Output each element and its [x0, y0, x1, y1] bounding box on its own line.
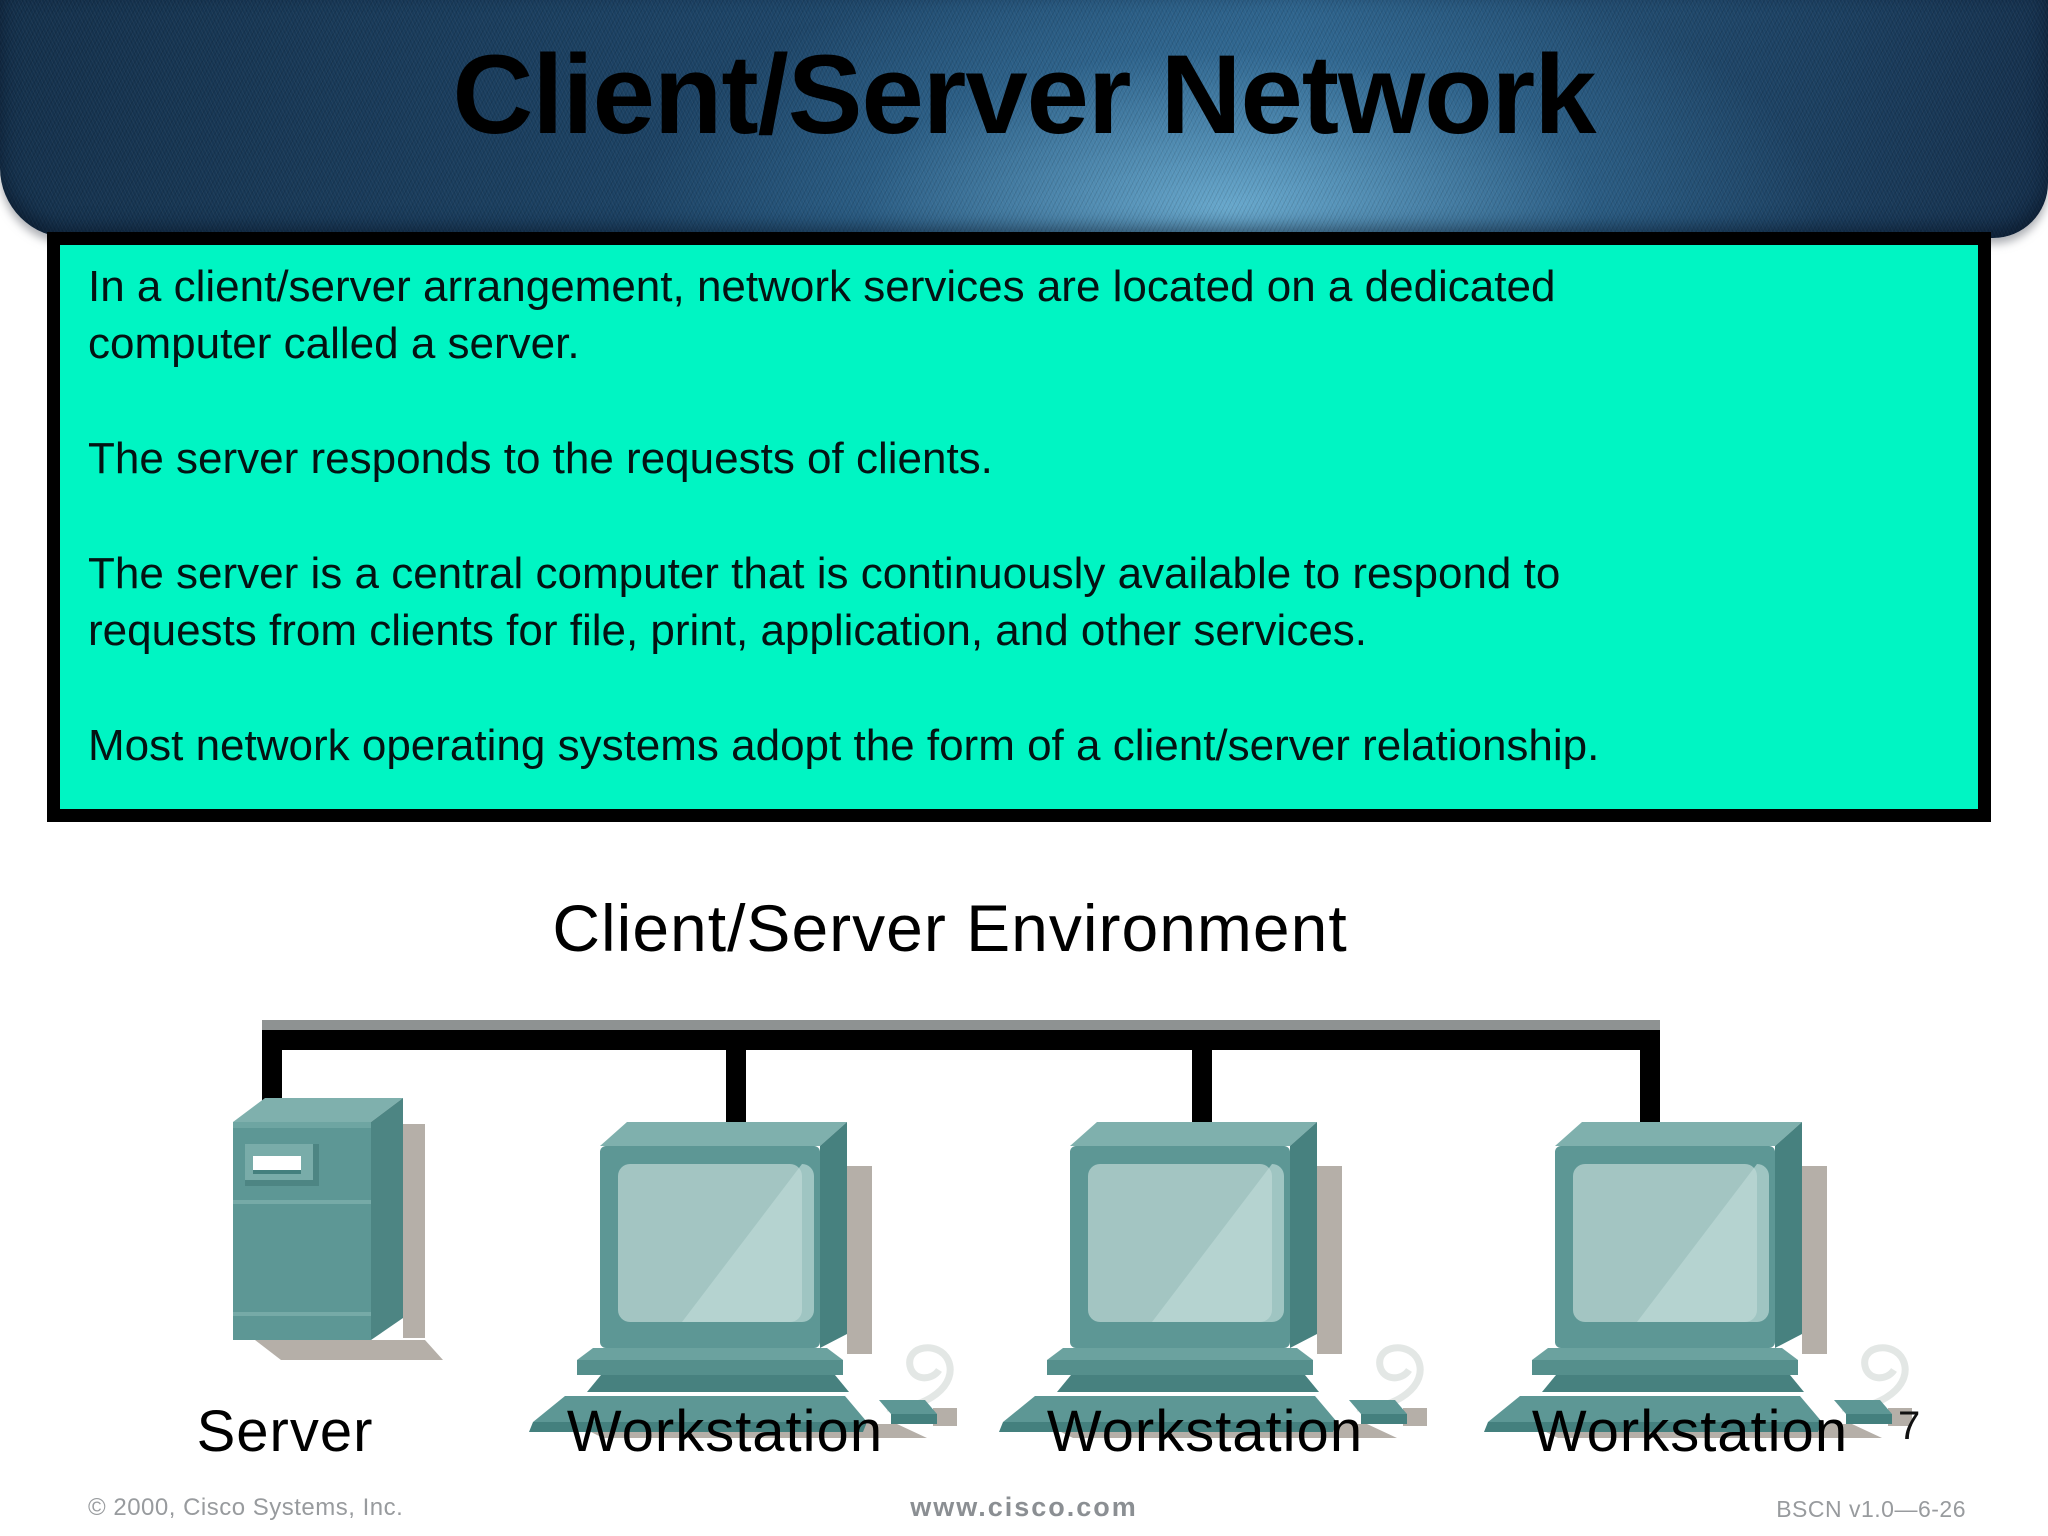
- callout-box: In a client/server arrangement, network …: [47, 232, 1991, 822]
- callout-paragraph: The server responds to the requests of c…: [88, 430, 1950, 487]
- device-label-workstation-1: Workstation: [566, 1399, 884, 1464]
- callout-text-line: In a client/server arrangement, network …: [88, 262, 1556, 311]
- diagram-title: Client/Server Environment: [552, 891, 1348, 965]
- network-bus-highlight: [262, 1020, 1660, 1030]
- server-icon: [185, 1082, 485, 1382]
- page-title: Client/Server Network: [452, 32, 1597, 157]
- workstation-icon: [1460, 1108, 1920, 1438]
- callout-text-line: The server is a central computer that is…: [88, 549, 1561, 598]
- device-label-workstation-2: Workstation: [1046, 1399, 1364, 1464]
- footer-copyright: © 2000, Cisco Systems, Inc.: [88, 1494, 404, 1521]
- callout-text-line: computer called a server.: [88, 319, 580, 368]
- footer-website: www.cisco.com: [910, 1492, 1138, 1522]
- bus-drop-workstation-3: [1640, 1030, 1660, 1138]
- callout-paragraph: Most network operating systems adopt the…: [88, 717, 1950, 774]
- callout-paragraph: The server is a central computer that is…: [88, 545, 1950, 659]
- device-label-workstation-3: Workstation: [1531, 1399, 1849, 1464]
- workstation-icon: [975, 1108, 1435, 1438]
- device-label-server: Server: [196, 1399, 374, 1464]
- callout-text-line: Most network operating systems adopt the…: [88, 721, 1600, 770]
- slide-header: [0, 0, 2048, 238]
- callout-text-line: requests from clients for file, print, a…: [88, 606, 1368, 655]
- bus-drop-server: [262, 1030, 282, 1108]
- network-bus: [262, 1030, 1660, 1050]
- bus-drop-workstation-2: [1192, 1030, 1212, 1138]
- page-number: 7: [1898, 1404, 1921, 1448]
- callout-text-line: The server responds to the requests of c…: [88, 434, 993, 483]
- callout-paragraph: In a client/server arrangement, network …: [88, 258, 1950, 372]
- workstation-icon: [505, 1108, 965, 1438]
- footer-doc-ref: BSCN v1.0—6-26: [1776, 1496, 1966, 1522]
- bus-drop-workstation-1: [726, 1030, 746, 1138]
